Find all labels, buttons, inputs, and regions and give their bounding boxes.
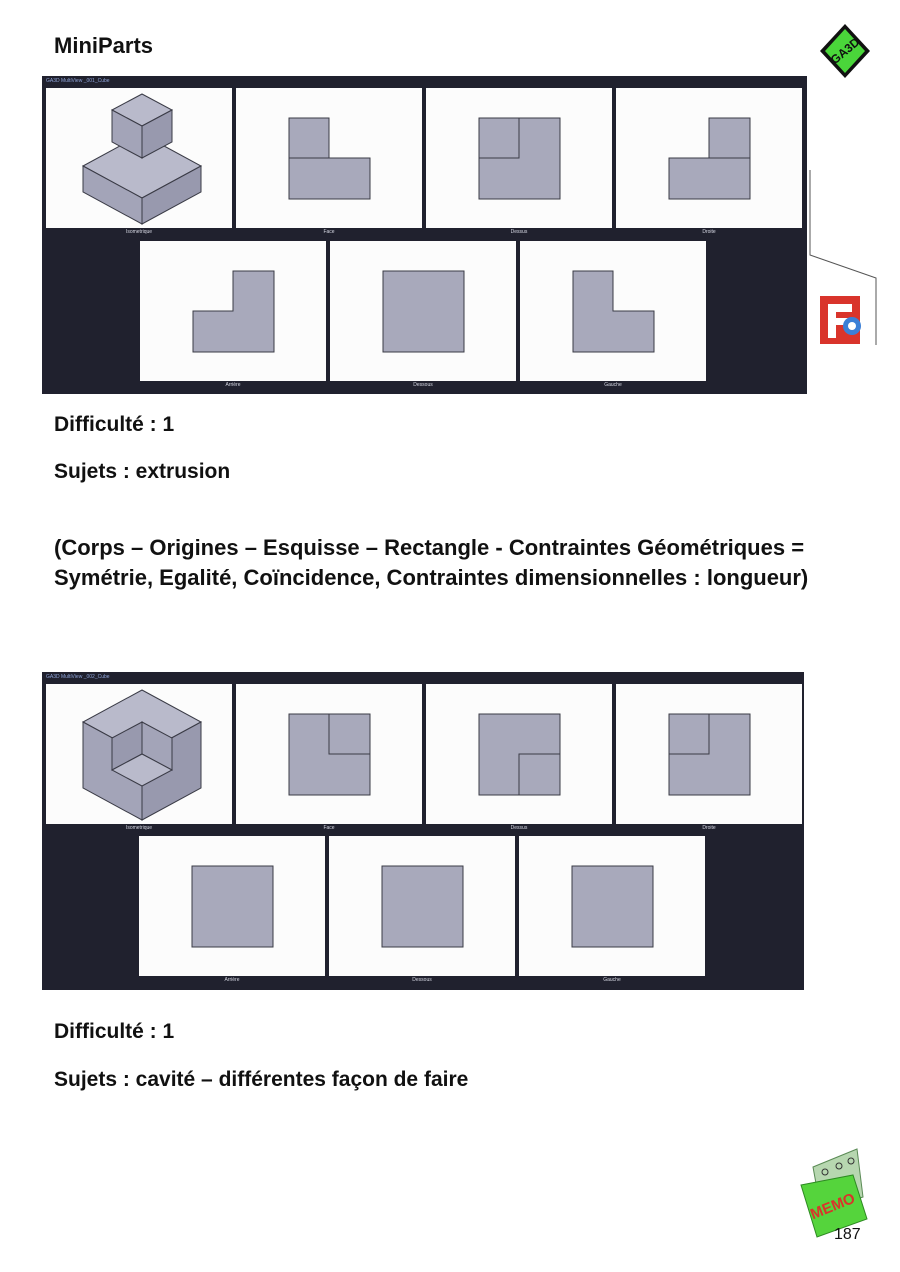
- view-label-dessous: Dessous: [413, 382, 433, 388]
- view-label-arriere: Arrière: [224, 977, 240, 983]
- view-panel-droite: [616, 684, 802, 824]
- view-panel-dessous: [329, 836, 515, 976]
- view-label-isometric: Isometrique: [125, 229, 153, 235]
- view-panel-isometric: [46, 88, 232, 228]
- dessus-view-image: [478, 713, 561, 796]
- arriere-view-image: [191, 865, 274, 948]
- multiview-viewer-1: GA3D MultiView _001_Cube Isometrique Fac…: [42, 76, 807, 394]
- difficulty-1: Difficulté : 1: [54, 413, 175, 436]
- multiview-viewer-2: GA3D MultiView _002_Cube Isometrique Fac…: [42, 672, 804, 990]
- droite-view-image: [668, 713, 751, 796]
- view-panel-isometric: [46, 684, 232, 824]
- subjects-2: Sujets : cavité – différentes façon de f…: [54, 1068, 469, 1091]
- view-panel-arriere: [139, 836, 325, 976]
- view-label-isometric: Isometrique: [125, 825, 153, 831]
- droite-view-image: [668, 117, 751, 200]
- view-panel-dessous: [330, 241, 516, 381]
- view-panel-arriere: [140, 241, 326, 381]
- view-label-dessus: Dessus: [510, 229, 528, 235]
- view-panel-droite: [616, 88, 802, 228]
- view-panel-dessus: [426, 88, 612, 228]
- subjects-1: Sujets : extrusion: [54, 460, 231, 483]
- gauche-view-image: [571, 865, 654, 948]
- view-label-face: Face: [323, 825, 335, 831]
- viewer-title: GA3D MultiView _002_Cube: [46, 674, 110, 680]
- dessous-view-image: [381, 865, 464, 948]
- view-label-dessous: Dessous: [412, 977, 432, 983]
- difficulty-2: Difficulté : 1: [54, 1020, 175, 1043]
- view-label-dessus: Dessus: [510, 825, 528, 831]
- isometric-view-image: [81, 689, 203, 821]
- page-number: 187: [834, 1226, 861, 1243]
- freecad-logo-icon: [820, 296, 861, 344]
- ga3d-logo: GA3D: [820, 24, 870, 78]
- view-label-gauche: Gauche: [604, 382, 622, 388]
- face-view-image: [288, 713, 371, 796]
- view-label-droite: Droite: [702, 229, 716, 235]
- view-label-droite: Droite: [702, 825, 716, 831]
- view-label-gauche: Gauche: [603, 977, 621, 983]
- view-panel-gauche: [519, 836, 705, 976]
- view-panel-gauche: [520, 241, 706, 381]
- dessus-view-image: [478, 117, 561, 200]
- description-1: (Corps – Origines – Esquisse – Rectangle…: [54, 535, 809, 590]
- dessous-view-image: [382, 270, 465, 353]
- view-panel-dessus: [426, 684, 612, 824]
- connector-line: [809, 170, 877, 345]
- face-view-image: [288, 117, 371, 200]
- page-title: MiniParts: [54, 33, 154, 58]
- gauche-view-image: [572, 270, 655, 353]
- view-label-arriere: Arrière: [225, 382, 241, 388]
- memo-logo: MEMO: [800, 1148, 868, 1238]
- view-panel-face: [236, 88, 422, 228]
- view-label-face: Face: [323, 229, 335, 235]
- viewer-title: GA3D MultiView _001_Cube: [46, 78, 110, 84]
- view-panel-face: [236, 684, 422, 824]
- arriere-view-image: [192, 270, 275, 353]
- isometric-view-image: [81, 93, 203, 225]
